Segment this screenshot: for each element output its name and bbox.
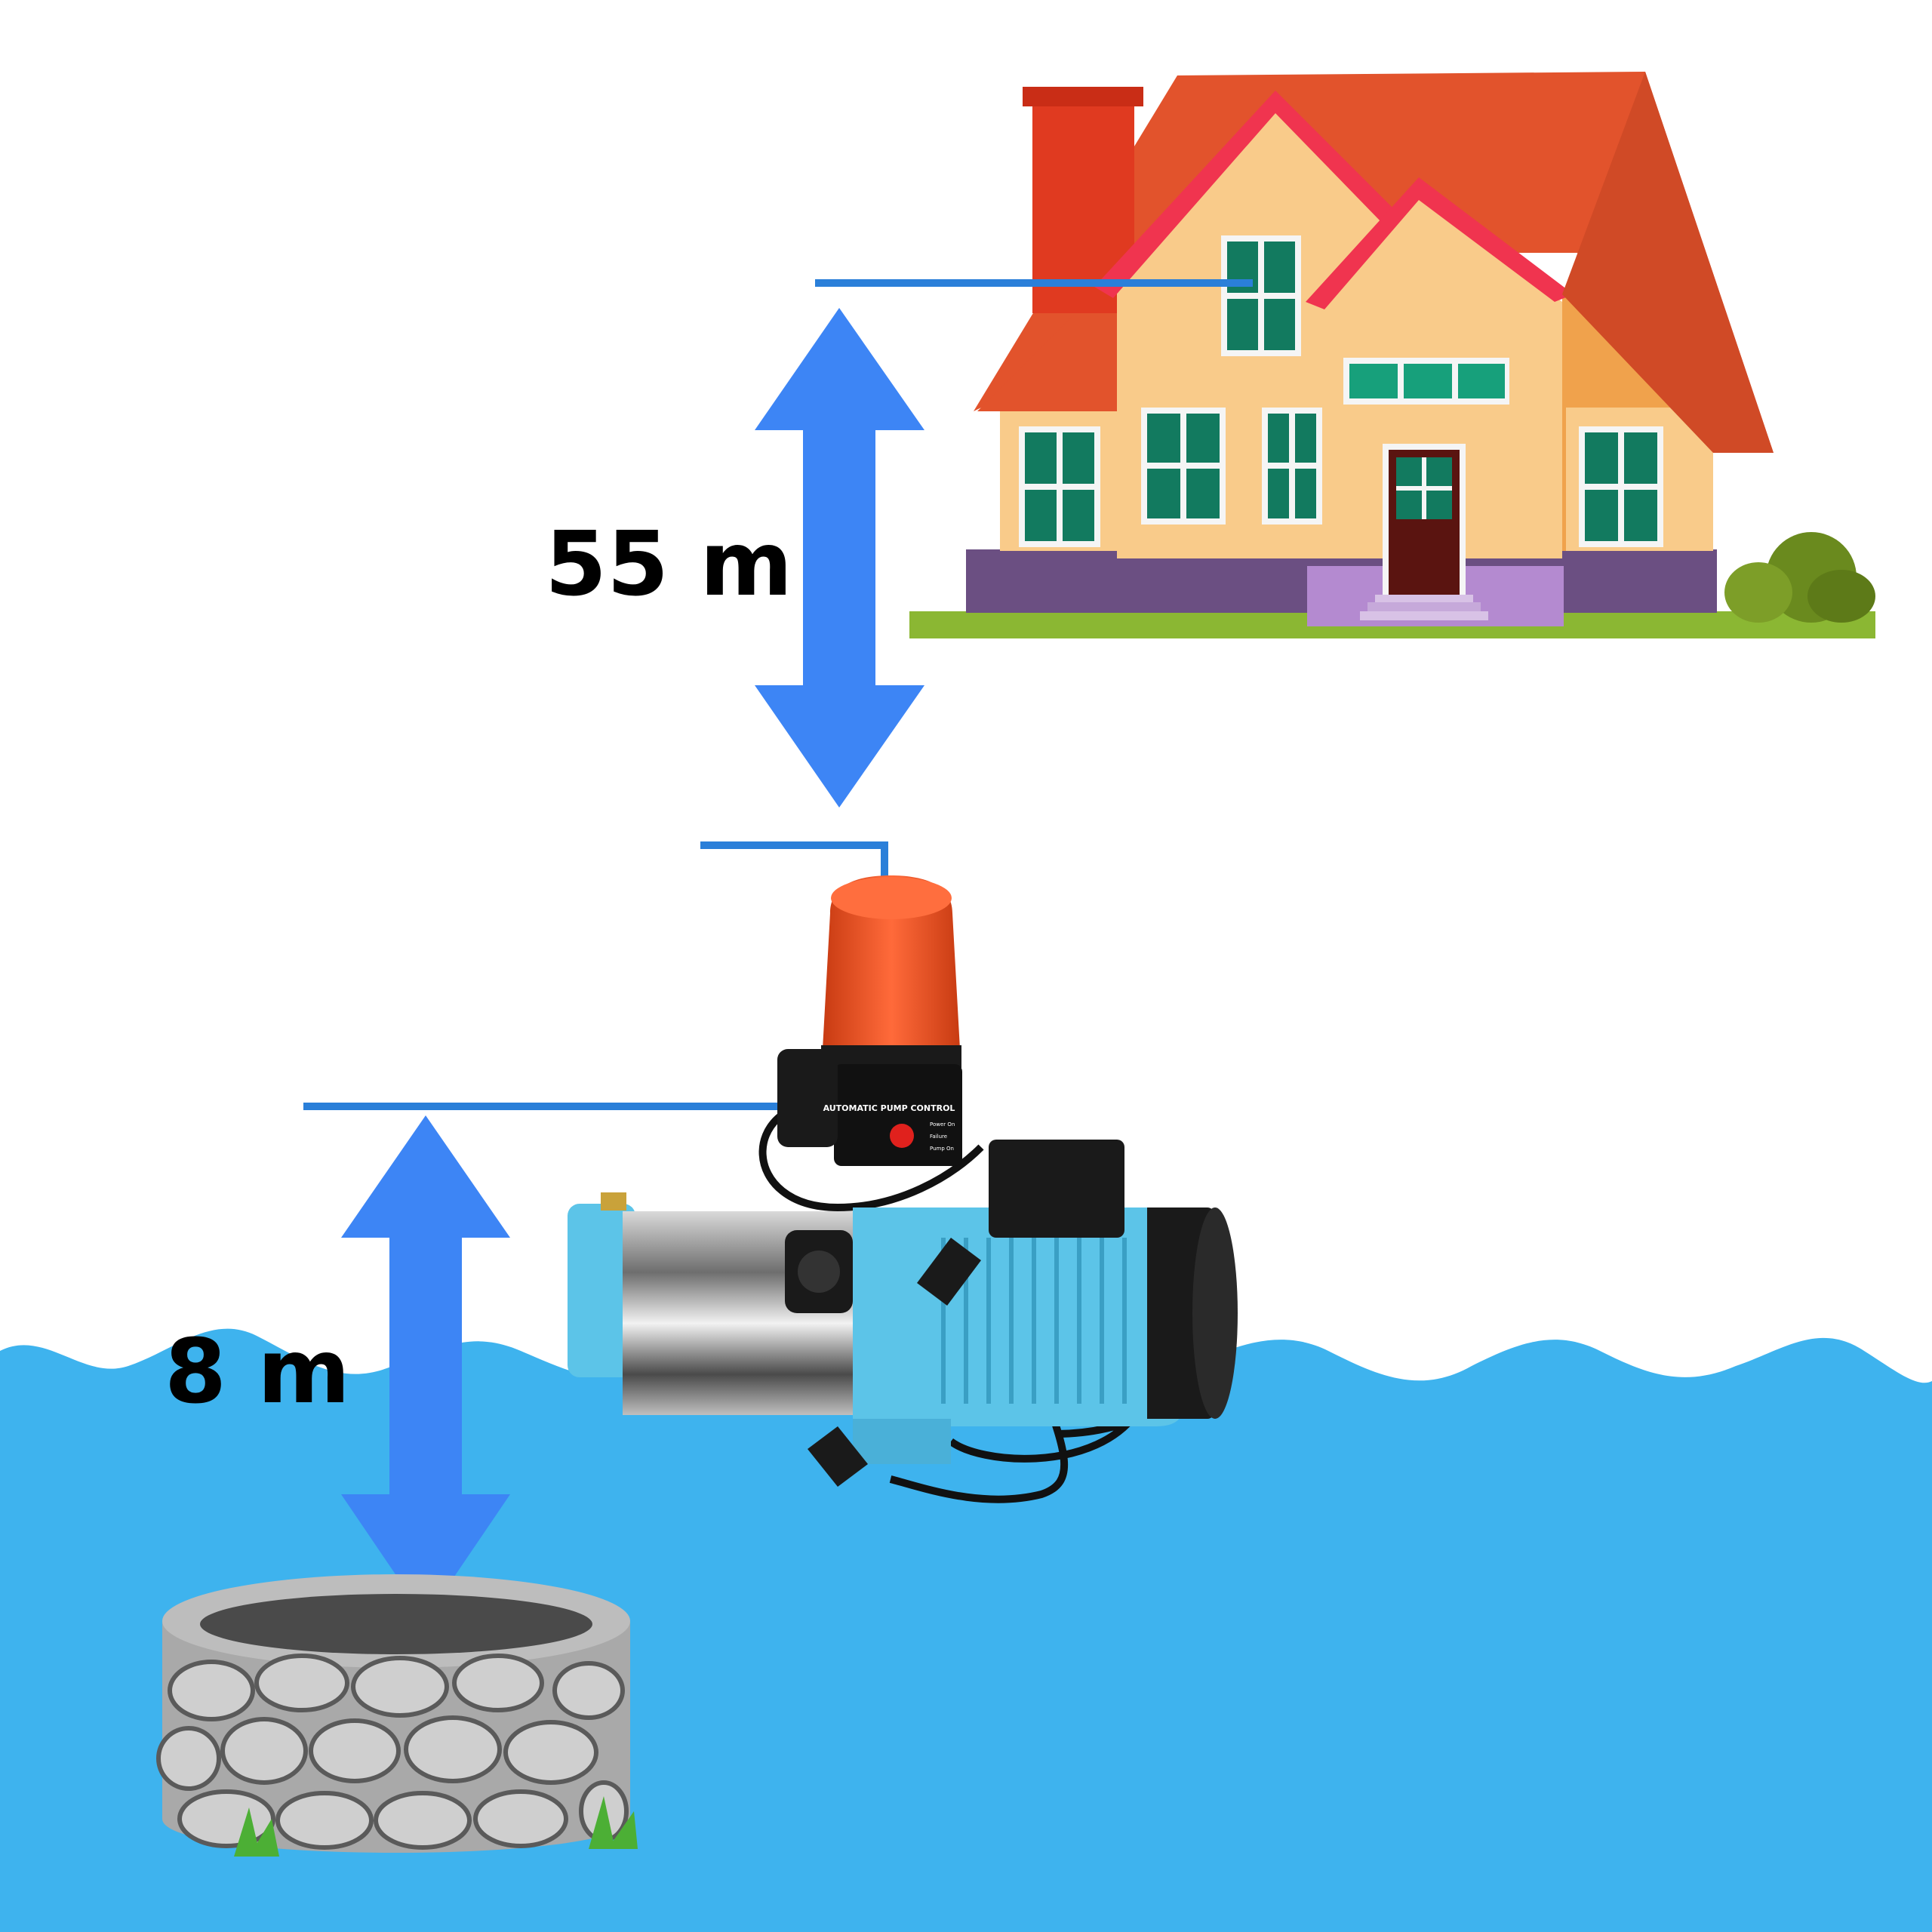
controller-plug-socket xyxy=(777,1049,838,1147)
steps xyxy=(1360,595,1488,620)
pump-motor xyxy=(853,1208,1185,1426)
motor-end-face xyxy=(1192,1208,1238,1419)
chimney-cap xyxy=(1023,87,1143,106)
well-opening xyxy=(200,1594,592,1654)
main-gable-roof xyxy=(1094,91,1419,298)
pump-foot xyxy=(853,1419,951,1464)
controller-status-pump: Pump On xyxy=(930,1146,954,1152)
window-middle-2 xyxy=(1262,408,1322,525)
double-arrow-icon xyxy=(341,1115,510,1619)
grass-tufts xyxy=(234,1796,638,1857)
pump-icon xyxy=(568,875,1238,1503)
controller-status-failure: Failure xyxy=(930,1134,947,1140)
well-icon xyxy=(156,1574,638,1857)
house-icon xyxy=(909,72,1875,638)
controller-status-power: Power On xyxy=(930,1121,955,1128)
plug-icon xyxy=(808,1426,868,1487)
pump-level-line xyxy=(700,841,888,883)
plug-icon xyxy=(917,1238,981,1306)
window-left-wing xyxy=(1019,426,1100,547)
window-top xyxy=(1221,235,1301,356)
left-wing-roof xyxy=(977,317,1132,411)
well-stones xyxy=(156,1654,629,1850)
bush xyxy=(1724,532,1875,623)
right-main-roof xyxy=(1562,72,1774,453)
pump-inlet-cap xyxy=(601,1192,626,1211)
right-gable-roof xyxy=(1306,177,1574,309)
terminal-box xyxy=(989,1140,1124,1238)
suction-depth-label: 8 m xyxy=(165,1319,351,1423)
controller-title: AUTOMATIC PUMP CONTROL xyxy=(823,1103,955,1113)
controller-reset-button xyxy=(890,1124,914,1148)
window-middle-1 xyxy=(1141,408,1226,525)
pump-inlet xyxy=(568,1204,635,1377)
level-lines xyxy=(303,279,1253,1110)
controller-cap xyxy=(823,875,960,1049)
controller-panel xyxy=(834,1064,962,1166)
window-right-wing xyxy=(1579,426,1663,547)
back-roof xyxy=(974,72,1774,453)
double-arrow-icon xyxy=(755,308,924,808)
house-height-label: 55 m xyxy=(545,512,793,616)
controller-cap-top xyxy=(831,877,952,919)
motor-fins xyxy=(941,1238,1127,1404)
front-door xyxy=(1383,444,1466,595)
window-row-upper xyxy=(1343,358,1509,405)
